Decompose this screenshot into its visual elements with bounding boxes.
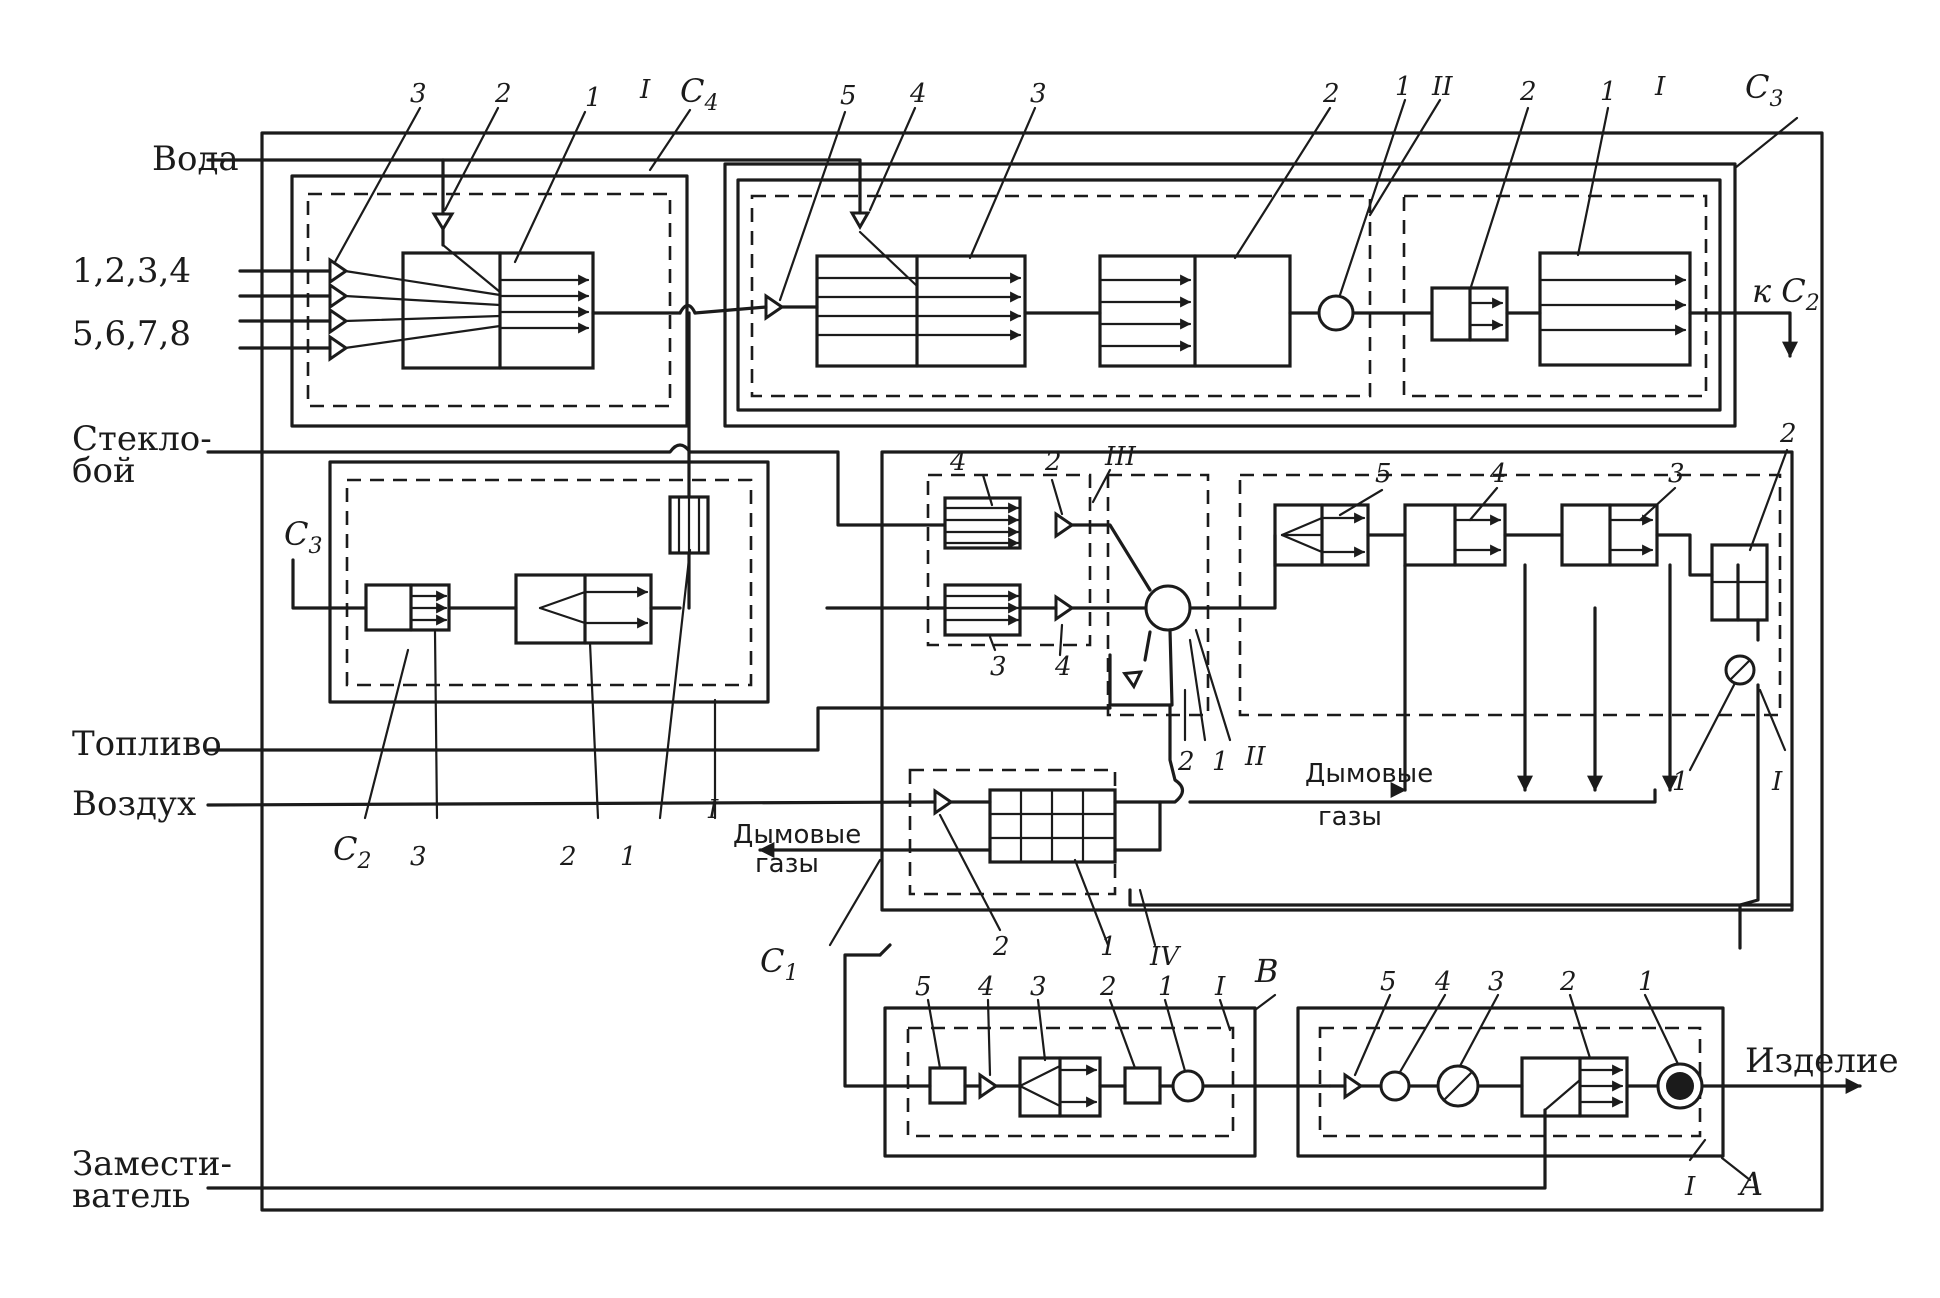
subsystem-a: [1296, 1006, 1725, 1158]
c1-regen-num-1: 1: [1100, 932, 1117, 962]
c3-num-5: 5: [840, 81, 857, 111]
c1-mixer-num-1: 1: [1212, 747, 1229, 777]
subsystem-a-label: A: [1737, 1165, 1763, 1203]
c1-sensor-num-1: 1: [1672, 767, 1689, 797]
flue-gas-left-1: Дымовые: [733, 820, 861, 850]
product-output-label: Изделие: [1745, 1041, 1899, 1081]
b-num-2: 2: [1099, 972, 1117, 1002]
water-input-label: Вода: [152, 139, 239, 179]
roman-c3-I: I: [1654, 72, 1666, 102]
closer-input-label-2: ватель: [72, 1176, 190, 1216]
b-num-5: 5: [915, 972, 932, 1002]
c3-num-1b: 1: [1600, 77, 1617, 107]
air-input-label: Воздух: [72, 784, 196, 824]
a-num-2: 2: [1559, 967, 1577, 997]
roman-b-I: I: [1214, 972, 1226, 1002]
subsystem-c1-label: C1: [760, 942, 798, 986]
outer-frame: [260, 131, 1824, 1212]
flue-gas-right-2: газы: [1318, 802, 1382, 832]
a-num-4: 4: [1434, 967, 1452, 997]
cullet-input-label-1: Стекло-: [72, 419, 212, 459]
c3-num-4: 4: [909, 79, 927, 109]
b-num-3: 3: [1030, 972, 1047, 1002]
b-num-1: 1: [1158, 972, 1175, 1002]
c2-num-3: 3: [410, 842, 427, 872]
roman-c4-I: I: [639, 75, 651, 105]
flue-gas-left-2: газы: [755, 849, 819, 879]
components-input-label-a: 1,2,3,4: [72, 251, 191, 291]
c3-num-3: 3: [1030, 79, 1047, 109]
a-num-3: 3: [1488, 967, 1505, 997]
subsystem-c1: [880, 450, 1794, 912]
subsystem-c2: [328, 460, 770, 704]
c1-chain-num-3: 3: [1668, 459, 1685, 489]
c1-mixer-num-2: 2: [1177, 747, 1195, 777]
roman-c2-I: I: [707, 795, 719, 825]
c3-input-label: C3: [284, 515, 322, 559]
c3-num-2b: 2: [1519, 77, 1537, 107]
c2-num-2: 2: [559, 842, 577, 872]
a-num-1: 1: [1638, 967, 1655, 997]
fuel-input-label: Топливо: [72, 724, 222, 764]
roman-c3-II: II: [1431, 72, 1453, 102]
to-c2-label: к C2: [1752, 272, 1820, 316]
c3-num-2: 2: [1322, 79, 1340, 109]
roman-c1-III: III: [1104, 442, 1137, 472]
roman-c1-IV: IV: [1149, 942, 1181, 972]
c1-num-4: 4: [949, 447, 967, 477]
subsystem-b: [883, 1006, 1257, 1158]
subsystem-c2-label: C2: [333, 830, 371, 874]
c1-chain-num-5: 5: [1375, 459, 1392, 489]
c4-num-1: 1: [585, 83, 602, 113]
roman-a-I: I: [1684, 1172, 1696, 1202]
c3-num-1: 1: [1395, 72, 1412, 102]
roman-c1-II: II: [1244, 742, 1266, 772]
c1-chain-num-2: 2: [1779, 419, 1797, 449]
c1-num-2: 2: [1044, 447, 1062, 477]
closer-input-label-1: Замести-: [72, 1144, 232, 1184]
c4-num-2: 2: [494, 79, 512, 109]
subsystem-c3-label: C3: [1745, 68, 1783, 112]
b-num-4: 4: [977, 972, 995, 1002]
components-input-label-b: 5,6,7,8: [72, 314, 191, 354]
subsystem-c3: [723, 162, 1737, 428]
c1-num-3: 3: [990, 652, 1007, 682]
flue-gas-right-1: Дымовые: [1305, 759, 1433, 789]
c4-num-3: 3: [410, 79, 427, 109]
subsystem-c4: [290, 174, 689, 428]
subsystem-b-label: B: [1254, 952, 1279, 990]
c1-num-4b: 4: [1054, 652, 1072, 682]
c2-num-1: 1: [620, 842, 637, 872]
c1-chain-num-4: 4: [1489, 459, 1507, 489]
c1-regen-num-2: 2: [992, 932, 1010, 962]
a-num-5: 5: [1380, 967, 1397, 997]
subsystem-c4-label: C4: [680, 72, 718, 116]
roman-c1-I: I: [1771, 767, 1783, 797]
cullet-input-label-2: бой: [72, 451, 136, 491]
